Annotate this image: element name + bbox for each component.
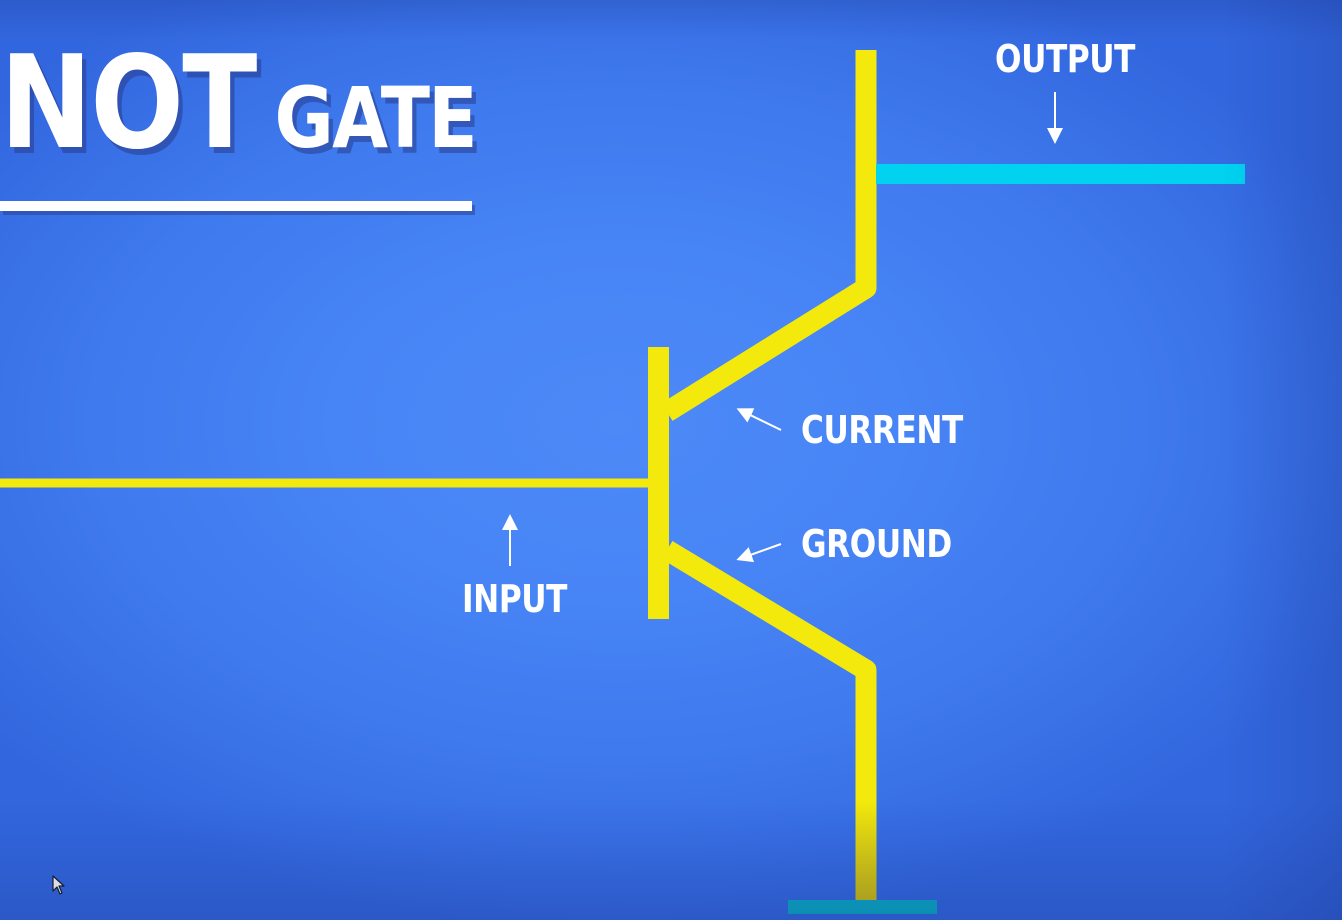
title-sub: GATE bbox=[274, 69, 478, 167]
mouse-pointer-icon bbox=[52, 875, 65, 895]
collector-wire bbox=[661, 50, 877, 421]
input-label: INPUT bbox=[462, 577, 568, 621]
ground-arrow-icon bbox=[736, 543, 782, 563]
ground-label: GROUND bbox=[801, 522, 952, 566]
output-label: OUTPUT bbox=[995, 37, 1135, 81]
transistor-base bbox=[648, 347, 669, 619]
title-underline bbox=[0, 201, 472, 211]
emitter-wire bbox=[661, 541, 877, 902]
current-arrow-icon bbox=[736, 408, 782, 431]
output-wire bbox=[876, 164, 1245, 184]
title-main: NOT bbox=[0, 29, 257, 178]
ground-bar bbox=[788, 900, 937, 914]
current-label: CURRENT bbox=[801, 408, 963, 452]
